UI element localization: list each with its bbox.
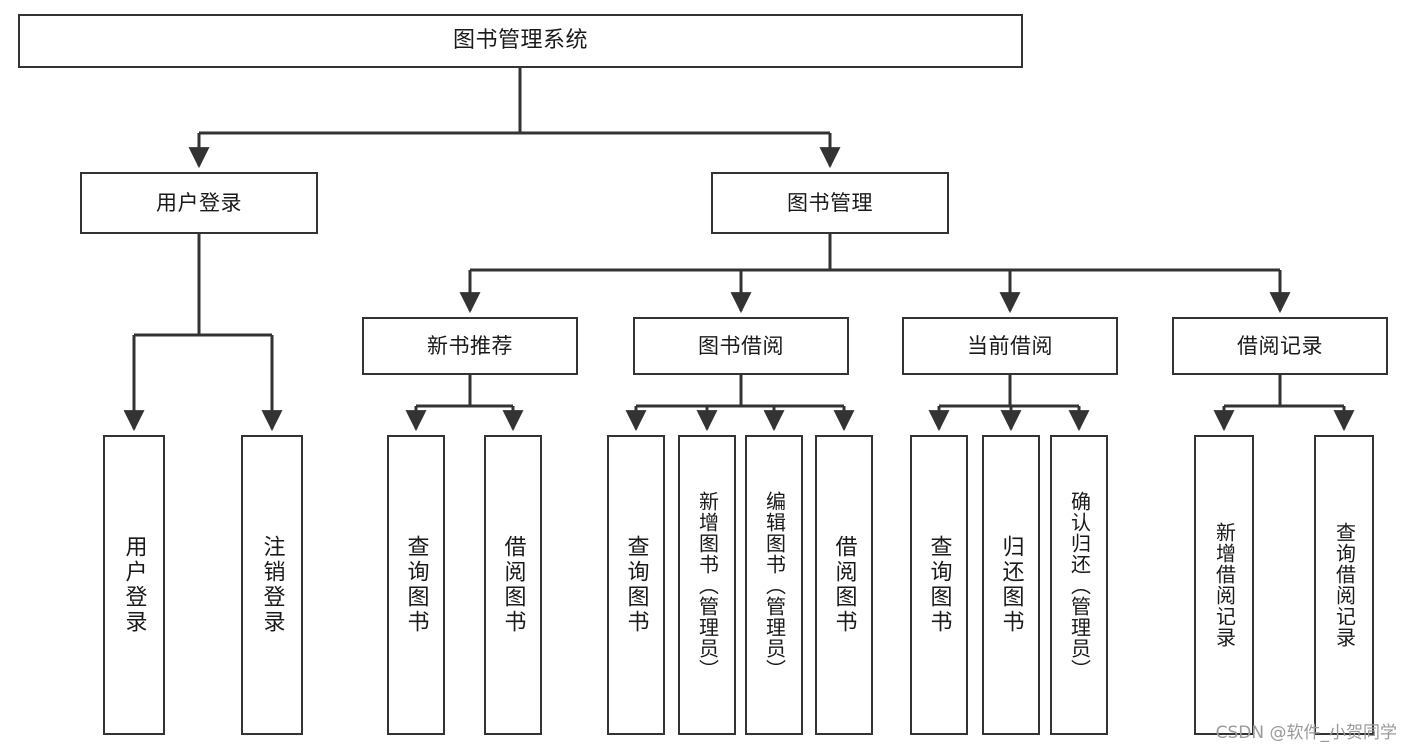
leaf-edit-book-admin-label: 编辑图书（管理员）	[762, 490, 787, 680]
node-current-borrow[interactable]: 当前借阅	[902, 317, 1118, 375]
leaf-borrow-books-recommend-label: 借阅图书	[500, 535, 526, 635]
node-user-login[interactable]: 用户登录	[80, 172, 318, 234]
leaf-borrow-books[interactable]: 借阅图书	[815, 435, 873, 735]
node-root-label: 图书管理系统	[452, 28, 588, 54]
leaf-query-books-recommend[interactable]: 查询图书	[387, 435, 445, 735]
node-new-book-recommend-label: 新书推荐	[427, 333, 513, 358]
node-root[interactable]: 图书管理系统	[18, 14, 1023, 68]
node-borrow-records[interactable]: 借阅记录	[1172, 317, 1388, 375]
node-borrow-records-label: 借阅记录	[1237, 333, 1323, 358]
leaf-confirm-return-admin[interactable]: 确认归还（管理员）	[1050, 435, 1108, 735]
node-book-borrow[interactable]: 图书借阅	[633, 317, 849, 375]
leaf-add-book-admin[interactable]: 新增图书（管理员）	[678, 435, 736, 735]
csdn-watermark: CSDN @软件_小贺同学	[1215, 723, 1397, 743]
leaf-confirm-return-admin-label: 确认归还（管理员）	[1067, 490, 1092, 680]
node-book-borrow-label: 图书借阅	[698, 333, 784, 358]
leaf-edit-book-admin[interactable]: 编辑图书（管理员）	[745, 435, 803, 735]
leaf-user-login[interactable]: 用户登录	[103, 435, 165, 735]
leaf-query-books-current-label: 查询图书	[926, 535, 952, 635]
leaf-logout-label: 注销登录	[259, 535, 285, 635]
node-new-book-recommend[interactable]: 新书推荐	[362, 317, 578, 375]
leaf-add-borrow-record-label: 新增借阅记录	[1212, 522, 1237, 648]
leaf-return-books[interactable]: 归还图书	[982, 435, 1040, 735]
leaf-return-books-label: 归还图书	[998, 535, 1024, 635]
node-book-management[interactable]: 图书管理	[711, 172, 949, 234]
leaf-add-borrow-record[interactable]: 新增借阅记录	[1194, 435, 1254, 735]
leaf-query-books-current[interactable]: 查询图书	[910, 435, 968, 735]
leaf-borrow-books-recommend[interactable]: 借阅图书	[484, 435, 542, 735]
leaf-logout[interactable]: 注销登录	[241, 435, 303, 735]
leaf-borrow-books-label: 借阅图书	[831, 535, 857, 635]
leaf-add-book-admin-label: 新增图书（管理员）	[695, 490, 720, 680]
node-current-borrow-label: 当前借阅	[967, 333, 1053, 358]
node-user-login-label: 用户登录	[156, 190, 242, 215]
leaf-query-borrow-record-label: 查询借阅记录	[1332, 522, 1357, 648]
leaf-user-login-label: 用户登录	[121, 535, 147, 635]
node-book-management-label: 图书管理	[787, 190, 873, 215]
leaf-query-books-recommend-label: 查询图书	[403, 535, 429, 635]
leaf-query-books-borrow[interactable]: 查询图书	[607, 435, 665, 735]
leaf-query-borrow-record[interactable]: 查询借阅记录	[1314, 435, 1374, 735]
leaf-query-books-borrow-label: 查询图书	[623, 535, 649, 635]
